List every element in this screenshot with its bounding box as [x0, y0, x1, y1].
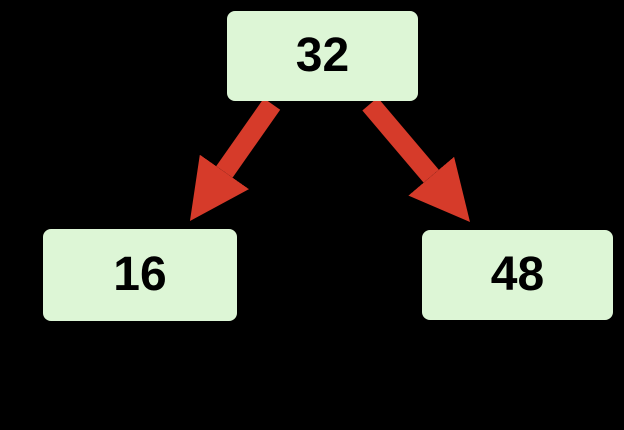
tree-node-right-child: 48 — [422, 230, 613, 320]
node-root-label: 32 — [295, 29, 350, 82]
arrow-root-to-right-child-icon — [362, 97, 470, 222]
arrow-root-to-left-child-icon — [189, 98, 281, 222]
node-left-child-label: 16 — [113, 248, 167, 301]
node-right-child-label: 48 — [490, 248, 545, 301]
tree-node-left-child: 16 — [43, 229, 237, 321]
tree-node-root: 32 — [227, 11, 418, 101]
